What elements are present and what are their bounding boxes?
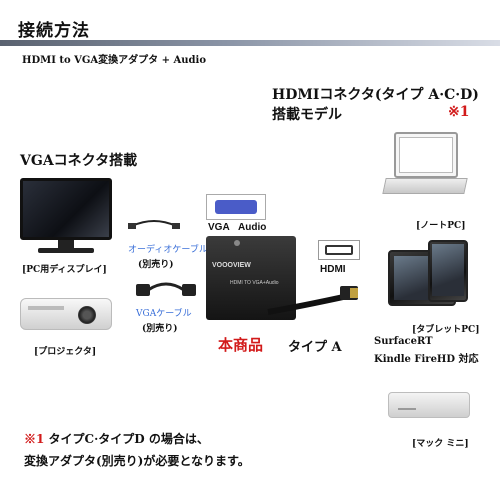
- vga-section-title: VGAコネクタ搭載: [20, 153, 138, 169]
- hdmi-models-heading: HDMIコネクタ(タイプ A·C·D): [272, 87, 479, 103]
- tablet-illustration: [388, 240, 472, 308]
- adapter-print: HDMI TO VGA+Audio: [230, 280, 279, 286]
- footnote-mark: ※1: [24, 432, 45, 446]
- vga-cable-sold-label: (別売り): [142, 324, 178, 334]
- subtitle: HDMI to VGA変換アダプタ + Audio: [22, 55, 207, 66]
- adapter-brand: VOOOVIEW: [212, 262, 251, 269]
- tablet-label: [タブレットPC]: [412, 325, 480, 335]
- audio-cable-label: オーディオケーブル: [128, 245, 208, 255]
- adapter-illustration: VOOOVIEW HDMI TO VGA+Audio: [206, 236, 296, 320]
- hdmi-models-subheading: 搭載モデル: [272, 107, 342, 123]
- product-type-label: タイプ A: [288, 340, 342, 355]
- mac-mini-label: [マック ミニ]: [412, 439, 469, 449]
- note-mark: ※1: [448, 104, 470, 120]
- vga-cable-label: VGAケーブル: [136, 309, 192, 319]
- vga-cable-illustration: [136, 282, 196, 296]
- product-label: 本商品: [218, 336, 264, 354]
- page-title: 接続方法: [18, 21, 90, 41]
- vga-port-icon: [206, 194, 266, 220]
- notebook-label: [ノートPC]: [416, 221, 466, 231]
- pc-display-label: [PC用ディスプレイ]: [22, 265, 107, 275]
- hdmi-cable-illustration: [267, 286, 358, 315]
- hdmi-port-icon: [318, 240, 360, 260]
- audio-cable-sold-label: (別売り): [138, 260, 174, 270]
- hdmi-port-label: HDMI: [320, 264, 346, 275]
- footnote-line-2: 変換アダプタ(別売り)が必要となります。: [24, 454, 250, 468]
- notebook-illustration: [382, 132, 468, 204]
- pc-display-illustration: [20, 178, 112, 256]
- header-rule: [0, 40, 500, 46]
- projector-illustration: [20, 292, 112, 334]
- projector-label: [プロジェクタ]: [34, 347, 97, 357]
- footnote-line-1: ※1 タイプC·タイプD の場合は、: [24, 430, 209, 447]
- tablet-model-surface: SurfaceRT: [374, 336, 433, 347]
- tablet-model-kindle: Kindle FireHD 対応: [374, 354, 479, 365]
- audio-cable-illustration: [128, 220, 180, 229]
- vga-port-label: VGA: [208, 222, 230, 233]
- mac-mini-illustration: [388, 388, 470, 422]
- footnote-text-1: タイプC·タイプD の場合は、: [48, 432, 209, 446]
- audio-port-label: Audio: [238, 222, 267, 233]
